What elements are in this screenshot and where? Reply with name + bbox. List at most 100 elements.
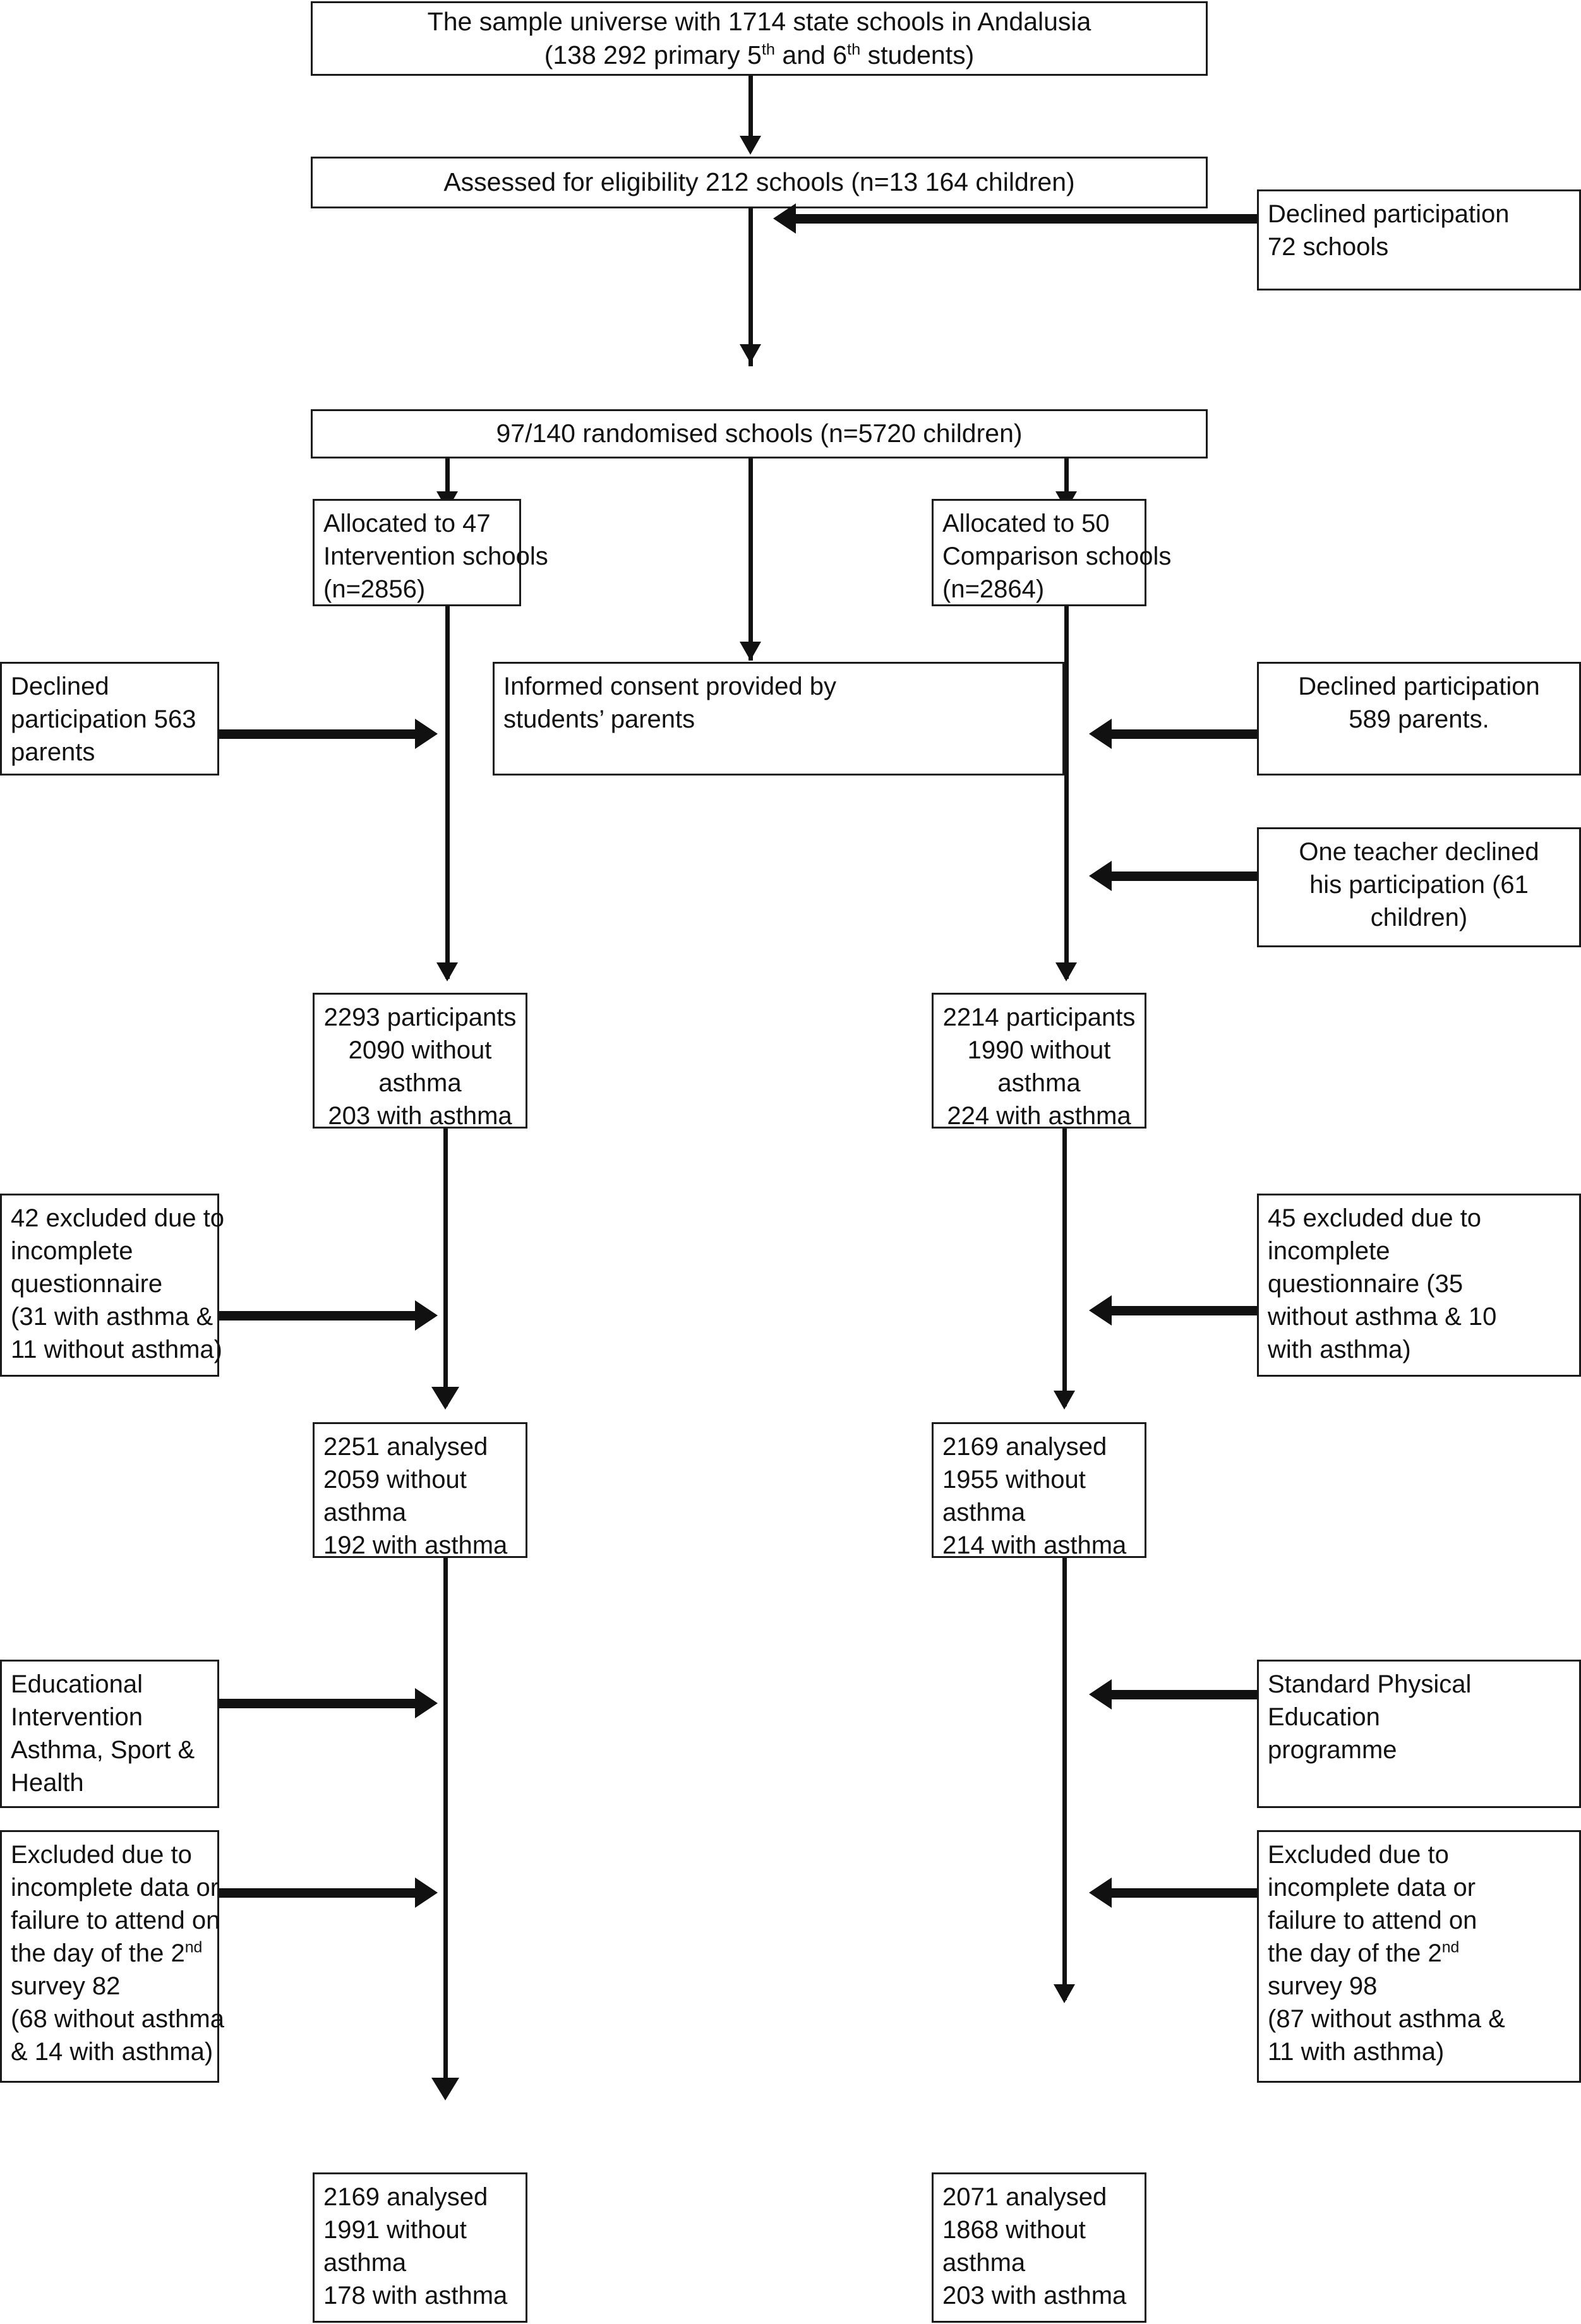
allocated-intervention-line1: Allocated to 47	[323, 510, 491, 537]
node-randomised-schools: 97/140 randomised schools (n=5720 childr…	[311, 409, 1208, 458]
participants-left-line2: 2090 without	[348, 1036, 492, 1064]
informed-consent-line2: students’ parents	[503, 705, 695, 733]
node-analysed1-comparison: 2169 analysed 1955 without asthma 214 wi…	[932, 1422, 1146, 1559]
node-excluded-questionnaire-left: 42 excluded due to incomplete questionna…	[0, 1194, 224, 1377]
teacher-declined-line2: his participation (61	[1309, 871, 1529, 899]
connector-intervention-allocated-to-participants	[445, 606, 450, 979]
connector-randomised-to-intervention	[445, 458, 450, 496]
allocated-intervention-line3: (n=2856)	[323, 575, 426, 603]
excluded-q-right-line2: incomplete	[1268, 1237, 1390, 1265]
excluded-q-right-line4: without asthma & 10	[1268, 1303, 1497, 1331]
connector-assessed-to-randomised	[748, 208, 753, 366]
node-educational-intervention: Educational Intervention Asthma, Sport &…	[0, 1660, 219, 1808]
arrowhead-intervention-participants	[436, 962, 458, 981]
arrowhead-declined-parents-left	[415, 719, 438, 749]
analysed1-left-line1: 2251 analysed	[323, 1433, 488, 1461]
node-informed-consent: Informed consent provided by students’ p…	[493, 662, 1064, 776]
connector-analysed1-right-to-analysed2	[1062, 1558, 1067, 2000]
excluded-survey-right-line1: Excluded due to	[1268, 1841, 1449, 1869]
randomised-line1: 97/140 randomised schools (n=5720 childr…	[496, 419, 1023, 448]
connector-excluded-survey-right-to-spine	[1112, 1888, 1257, 1898]
analysed2-right-line2: 1868 without	[942, 2216, 1086, 2244]
excluded-q-right-line3: questionnaire (35	[1268, 1270, 1464, 1298]
arrowhead-excluded-survey-left	[415, 1878, 438, 1908]
connector-standard-pe-to-spine	[1112, 1690, 1257, 1699]
analysed1-right-line3: asthma	[942, 1499, 1026, 1526]
connector-excluded-survey-left-to-spine	[219, 1888, 415, 1898]
excluded-survey-left-line2: incomplete data or	[11, 1874, 219, 1902]
declined-parents-left-line1: Declined	[11, 673, 109, 700]
declined-schools-line2: 72 schools	[1268, 233, 1389, 261]
node-analysed1-intervention: 2251 analysed 2059 without asthma 192 wi…	[313, 1422, 527, 1559]
assessed-line1: Assessed for eligibility 212 schools (n=…	[443, 167, 1075, 197]
teacher-declined-line3: children)	[1370, 904, 1468, 931]
connector-analysed1-left-to-analysed2	[443, 1558, 448, 2095]
connector-educational-intervention-to-spine	[219, 1699, 415, 1708]
analysed2-left-line4: 178 with asthma	[323, 2282, 508, 2309]
analysed1-right-line1: 2169 analysed	[942, 1433, 1107, 1461]
excluded-survey-right-line6: (87 without asthma &	[1268, 2005, 1505, 2033]
connector-excluded-q-right-to-spine	[1112, 1306, 1257, 1315]
node-declined-schools: Declined participation 72 schools	[1257, 189, 1581, 290]
node-allocated-intervention: Allocated to 47 Intervention schools (n=…	[313, 499, 548, 606]
excluded-q-left-line1: 42 excluded due to	[11, 1204, 225, 1232]
analysed2-left-line1: 2169 analysed	[323, 2183, 488, 2211]
participants-right-line1: 2214 participants	[942, 1003, 1136, 1031]
excluded-survey-right-line3: failure to attend on	[1268, 1907, 1477, 1934]
declined-parents-right-line2: 589 parents.	[1349, 705, 1489, 733]
arrowhead-educational-intervention	[415, 1688, 438, 1718]
analysed1-right-line4: 214 with asthma	[942, 1531, 1127, 1559]
standard-pe-line1: Standard Physical	[1268, 1670, 1472, 1698]
node-declined-parents-left: Declined participation 563 parents	[0, 662, 219, 776]
analysed2-right-line1: 2071 analysed	[942, 2183, 1107, 2211]
analysed2-left-line3: asthma	[323, 2249, 407, 2277]
excluded-survey-right-line7: 11 with asthma)	[1268, 2038, 1445, 2066]
participants-right-line2: 1990 without	[967, 1036, 1111, 1064]
arrowhead-teacher-declined	[1089, 861, 1112, 891]
analysed1-left-line2: 2059 without	[323, 1466, 467, 1494]
allocated-intervention-line2: Intervention schools	[323, 542, 548, 570]
analysed2-right-line3: asthma	[942, 2249, 1026, 2277]
declined-schools-line1: Declined participation	[1268, 200, 1510, 228]
node-participants-intervention: 2293 participants 2090 without asthma 20…	[313, 993, 527, 1130]
connector-participants-left-to-analysed1	[443, 1129, 448, 1406]
educational-intervention-line2: Intervention	[11, 1703, 143, 1731]
connector-declined-parents-left-to-spine	[219, 729, 415, 739]
excluded-survey-left-line3: failure to attend on	[11, 1907, 220, 1934]
connector-declined-parents-right-to-spine	[1112, 729, 1257, 739]
analysed2-left-line2: 1991 without	[323, 2216, 467, 2244]
teacher-declined-line1: One teacher declined	[1299, 838, 1539, 866]
node-excluded-survey-left: Excluded due to incomplete data or failu…	[0, 1830, 224, 2083]
declined-parents-right-line1: Declined participation	[1298, 673, 1540, 700]
connector-teacher-declined-to-spine	[1112, 872, 1257, 881]
declined-parents-left-line2: participation 563	[11, 705, 196, 733]
arrowhead-excluded-survey-right	[1089, 1878, 1112, 1908]
arrowhead-analysed1-left-analysed2	[431, 2078, 459, 2100]
node-teacher-declined: One teacher declined his participation (…	[1257, 827, 1581, 947]
excluded-survey-right-line5: survey 98	[1268, 1972, 1378, 2000]
participants-left-line3: asthma	[378, 1069, 462, 1097]
excluded-q-left-line4: (31 with asthma &	[11, 1303, 213, 1331]
connector-randomised-to-consent	[748, 458, 753, 661]
excluded-q-left-line5: 11 without asthma)	[11, 1336, 222, 1363]
connector-universe-to-assessed	[748, 76, 753, 139]
standard-pe-line2: Education	[1268, 1703, 1380, 1731]
educational-intervention-line4: Health	[11, 1769, 84, 1797]
arrowhead-excluded-q-left	[415, 1300, 438, 1331]
connector-comparison-allocated-to-participants	[1064, 606, 1069, 979]
excluded-survey-right-line2: incomplete data or	[1268, 1874, 1476, 1902]
analysed2-right-line4: 203 with asthma	[942, 2282, 1127, 2309]
excluded-survey-left-line5: survey 82	[11, 1972, 121, 2000]
node-assessed-eligibility: Assessed for eligibility 212 schools (n=…	[311, 157, 1208, 208]
analysed1-right-line2: 1955 without	[942, 1466, 1086, 1494]
arrowhead-comparison-participants	[1055, 962, 1077, 981]
excluded-survey-left-line1: Excluded due to	[11, 1841, 192, 1869]
allocated-comparison-line2: Comparison schools	[942, 542, 1172, 570]
node-sample-universe: The sample universe with 1714 state scho…	[311, 1, 1208, 76]
analysed1-left-line4: 192 with asthma	[323, 1531, 508, 1559]
excluded-survey-left-line7: & 14 with asthma)	[11, 2038, 213, 2066]
arrowhead-standard-pe	[1089, 1679, 1112, 1710]
excluded-survey-left-line4: the day of the 2nd	[11, 1939, 203, 1967]
arrowhead-randomised-to-consent	[740, 642, 761, 661]
